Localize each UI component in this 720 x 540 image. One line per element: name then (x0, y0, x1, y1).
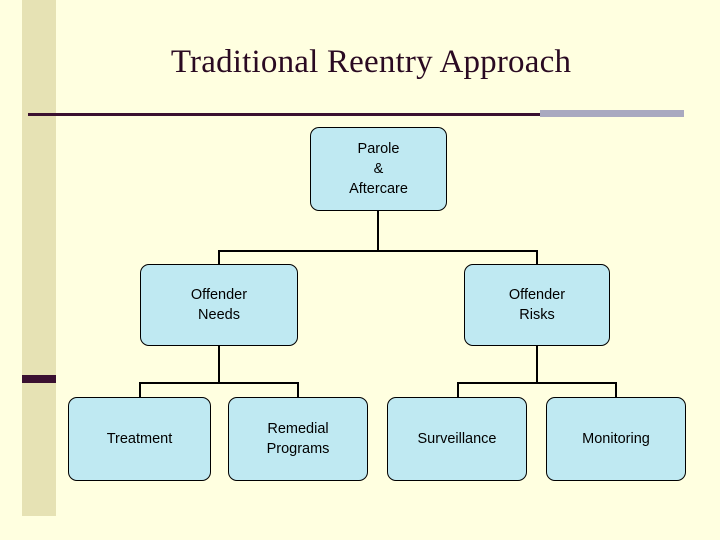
node-monitoring-label: Monitoring (582, 431, 650, 447)
connector-drop-offender-needs (218, 250, 220, 265)
node-monitoring[interactable]: Monitoring (546, 397, 686, 481)
node-parole-aftercare-line2: & (373, 161, 384, 177)
node-parole-aftercare-text: Parole & Aftercare (349, 139, 408, 199)
title-divider (28, 113, 648, 116)
node-treatment[interactable]: Treatment (68, 397, 211, 481)
connector-risks-bus (457, 382, 617, 384)
node-offender-risks-text: Offender Risks (509, 285, 565, 325)
connector-needs-stem (218, 346, 220, 383)
node-offender-needs-line2: Needs (198, 307, 240, 323)
connector-needs-bus (139, 382, 299, 384)
connector-drop-monitoring (615, 382, 617, 398)
node-surveillance[interactable]: Surveillance (387, 397, 527, 481)
connector-root-stem (377, 211, 379, 251)
node-surveillance-label: Surveillance (417, 431, 497, 447)
connector-drop-offender-risks (536, 250, 538, 265)
node-offender-risks[interactable]: Offender Risks (464, 264, 610, 346)
left-accent-bar (22, 375, 56, 383)
page-title: Traditional Reentry Approach (170, 44, 572, 80)
node-offender-needs-line1: Offender (190, 287, 248, 303)
node-treatment-label: Treatment (106, 431, 173, 447)
title-divider-accent (540, 110, 684, 117)
connector-drop-treatment (139, 382, 141, 398)
connector-risks-stem (536, 346, 538, 383)
connector-drop-remedial-programs (297, 382, 299, 398)
node-parole-aftercare[interactable]: Parole & Aftercare (310, 127, 447, 211)
node-offender-needs[interactable]: Offender Needs (140, 264, 298, 346)
node-remedial-programs-line2: Programs (266, 441, 330, 457)
node-remedial-programs[interactable]: Remedial Programs (228, 397, 368, 481)
node-offender-needs-text: Offender Needs (191, 285, 247, 325)
node-remedial-programs-text: Remedial Programs (267, 419, 330, 459)
node-offender-risks-line1: Offender (508, 287, 566, 303)
node-parole-aftercare-line1: Parole (357, 141, 400, 157)
node-offender-risks-line2: Risks (519, 307, 555, 323)
connector-level1-bus (218, 250, 538, 252)
node-parole-aftercare-line3: Aftercare (349, 181, 408, 197)
node-remedial-programs-line1: Remedial (267, 421, 329, 437)
left-decorative-band (22, 0, 56, 516)
connector-drop-surveillance (457, 382, 459, 398)
